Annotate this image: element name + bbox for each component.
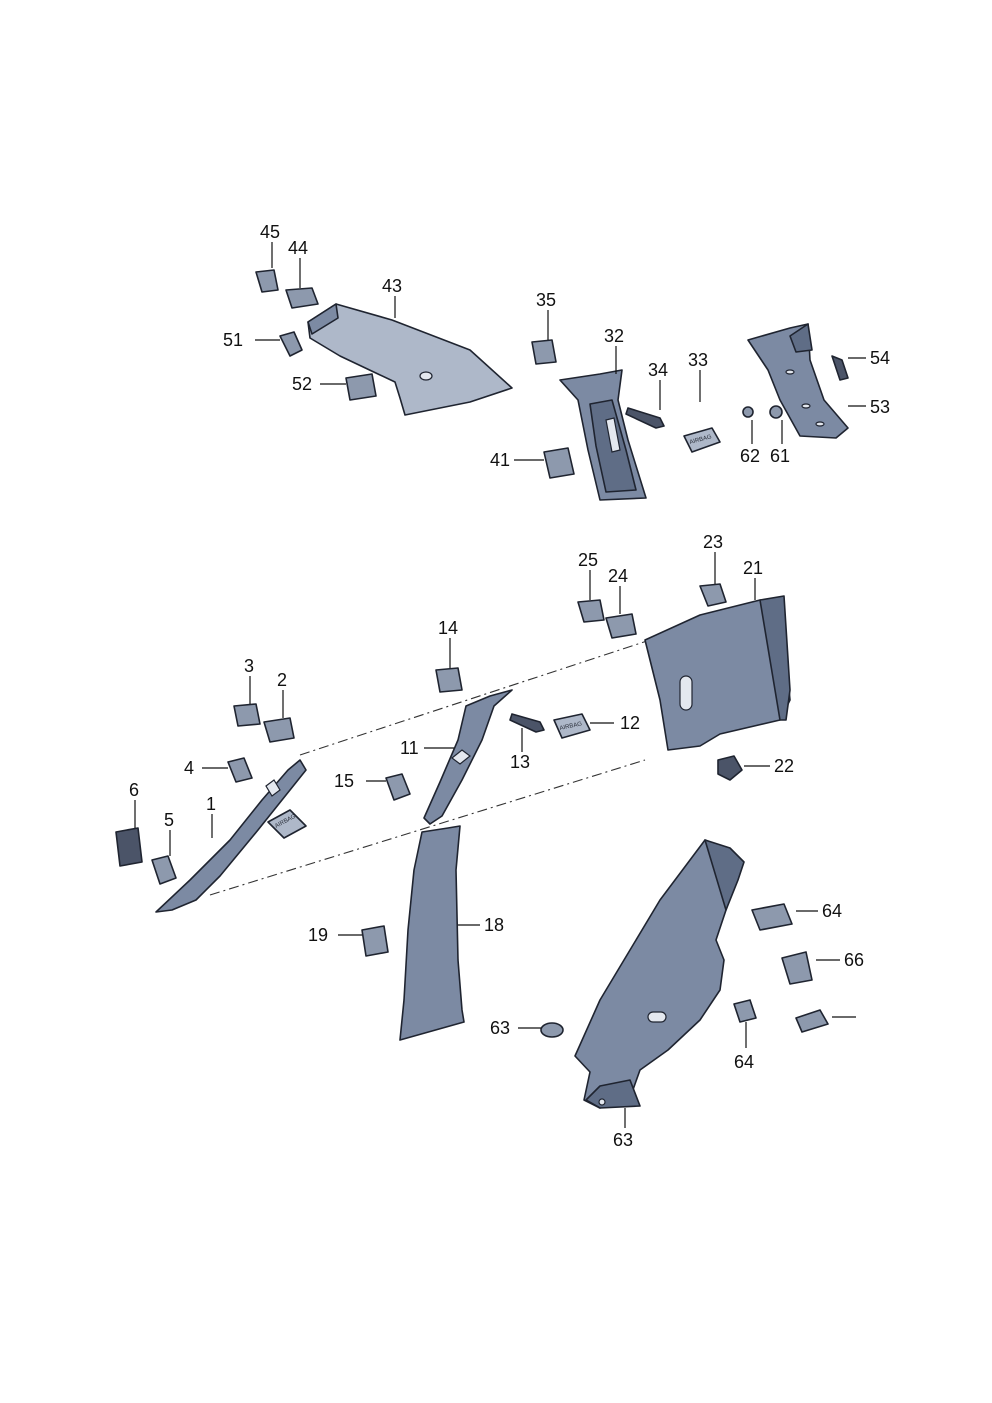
small-parts: AIRBAG AIRBAG <box>115 269 849 1038</box>
callout-53: 61 <box>770 446 790 466</box>
part-61-c-pillar-lower <box>574 839 745 1109</box>
callout-45: 52 <box>292 374 312 394</box>
callout-15: 15 <box>334 771 354 791</box>
callout-21: 21 <box>743 558 763 578</box>
callout-63: 63 <box>490 1018 510 1038</box>
part-21-side-panel <box>644 595 791 751</box>
callout-13: 13 <box>510 752 530 772</box>
part-1-a-pillar: AIRBAG <box>155 759 307 913</box>
part-18-b-pillar-lower <box>399 825 465 1041</box>
callout-51: 53 <box>870 397 890 417</box>
part-41-roof-trim <box>307 303 513 416</box>
callout-4: 4 <box>184 758 194 778</box>
callout-18: 18 <box>484 915 504 935</box>
callout-3: 3 <box>244 656 254 676</box>
callout-35: 41 <box>490 450 510 470</box>
alignment-lines <box>209 639 651 896</box>
callout-43: 45 <box>260 222 280 242</box>
callout-1: 1 <box>206 794 216 814</box>
airbag-badge-32: AIRBAG <box>683 427 721 453</box>
callout-34: 35 <box>536 290 556 310</box>
callout-23: 23 <box>703 532 723 552</box>
leader-lines <box>134 242 866 1128</box>
callout-65: 66 <box>844 950 864 970</box>
callout-5: 5 <box>164 810 174 830</box>
airbag-badge-12: AIRBAG <box>553 713 591 739</box>
callout-11: 11 <box>400 738 419 758</box>
callout-64: 64 <box>734 1052 754 1072</box>
callout-54: 62 <box>740 446 760 466</box>
callout-32: 33 <box>688 350 708 370</box>
airbag-badge-1: AIRBAG <box>267 809 307 839</box>
callout-22: 22 <box>774 756 794 776</box>
callout-12: 12 <box>620 713 640 733</box>
callout-52: 54 <box>870 348 890 368</box>
callout-62: 64 <box>822 901 842 921</box>
callout-44: 51 <box>223 330 243 350</box>
callout-14: 14 <box>438 618 458 638</box>
callout-19: 19 <box>308 925 328 945</box>
part-51-pillar-right <box>747 323 849 439</box>
callout-41: 43 <box>382 276 402 296</box>
callout-25: 25 <box>578 550 598 570</box>
callout-31: 32 <box>604 326 624 346</box>
callout-61: 63 <box>613 1130 633 1150</box>
svg-text:AIRBAG: AIRBAG <box>689 434 713 446</box>
callout-24: 24 <box>608 566 628 586</box>
callout-2: 2 <box>277 670 287 690</box>
svg-text:AIRBAG: AIRBAG <box>559 721 583 732</box>
callout-labels: 45 44 43 51 52 35 32 34 33 41 54 53 62 6… <box>129 222 890 1150</box>
callout-6: 6 <box>129 780 139 800</box>
callout-33: 34 <box>648 360 668 380</box>
callout-42: 44 <box>288 238 308 258</box>
part-11-b-pillar <box>423 689 513 825</box>
part-31-pillar-upper <box>559 369 647 501</box>
